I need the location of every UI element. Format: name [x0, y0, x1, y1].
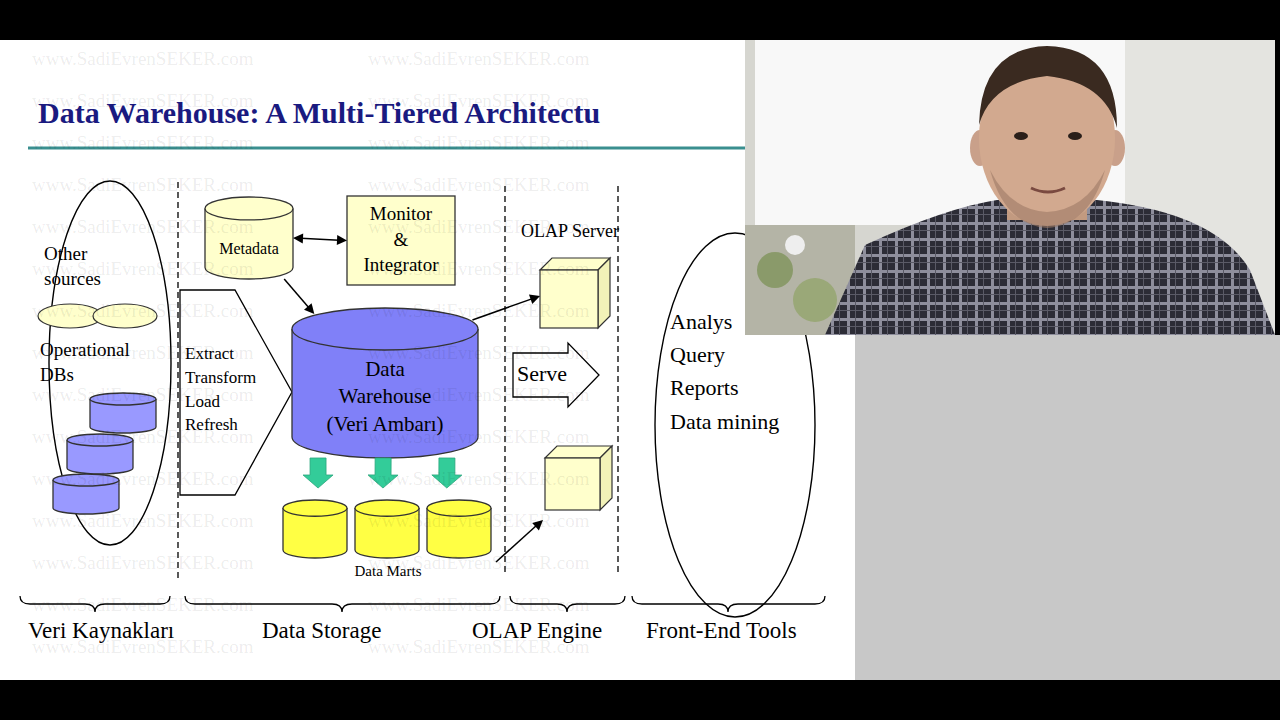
box-outline	[347, 196, 455, 285]
node-label: OLAP Server	[500, 220, 640, 243]
cylinder-shape	[355, 500, 419, 558]
block-arrow-connector	[303, 458, 333, 488]
source-disc	[93, 304, 157, 328]
node-label: Operational DBs	[40, 338, 152, 387]
cylinder-top	[67, 434, 133, 446]
title-rule	[28, 147, 745, 150]
cylinder-top	[205, 197, 293, 220]
node-label: Data Marts	[283, 562, 493, 582]
brace	[632, 596, 825, 612]
brace	[510, 596, 625, 612]
eye	[1068, 132, 1082, 140]
cube-face	[598, 258, 610, 328]
tier-braces	[20, 596, 825, 612]
tier-label: Front-End Tools	[646, 618, 797, 644]
eye	[1014, 132, 1028, 140]
cylinder-shape	[205, 197, 293, 279]
webcam-wall	[745, 40, 1275, 335]
process-box: Monitor & Integrator	[347, 196, 455, 285]
cube-face	[600, 446, 612, 510]
warehouse-cylinder: Data Warehouse (Veri Ambarı)	[292, 308, 478, 458]
cube-face	[540, 270, 598, 328]
hair	[979, 46, 1117, 128]
slide-area	[0, 40, 855, 680]
metadata-cylinder: Metadata	[205, 197, 293, 279]
node-label: Reports	[670, 374, 810, 403]
node-label: Data Warehouse (Veri Ambarı)	[320, 356, 450, 438]
brace	[185, 596, 500, 612]
tier-divider	[504, 186, 505, 572]
whiteboard	[755, 40, 1125, 225]
olap-cube	[545, 446, 612, 510]
node-label: Monitor & Integrator	[362, 201, 440, 278]
block-arrow	[513, 343, 599, 407]
arrow-line	[496, 525, 537, 562]
node-label: Serve	[517, 360, 587, 389]
tier-label: Veri Kaynakları	[28, 618, 174, 644]
tier-label: Data Storage	[262, 618, 381, 644]
arrow-head	[529, 295, 540, 304]
arrow-head	[304, 303, 314, 314]
webcam-overlay	[745, 40, 1275, 335]
source-ellipse: Other sourcesOperational DBs	[48, 180, 172, 546]
cube-shape	[540, 258, 610, 328]
arrow-line	[301, 238, 339, 240]
node-label: Metadata	[205, 239, 293, 260]
cylinder-top	[292, 308, 478, 350]
cylinder-shape	[53, 474, 119, 514]
node-label: Extract Transform Load Refresh	[185, 342, 271, 437]
cylinder-shape	[67, 434, 133, 474]
slide-title: Data Warehouse: A Multi-Tiered Architect…	[38, 96, 600, 130]
block-arrow	[180, 290, 292, 495]
serve-arrow: Serve	[513, 343, 599, 407]
group-ellipse	[49, 181, 171, 545]
block-arrow-connector	[432, 458, 462, 488]
node-label: Data mining	[670, 408, 810, 437]
node-label: Query	[670, 341, 810, 370]
etl-arrow: Extract Transform Load Refresh	[180, 290, 292, 495]
arrow-head	[337, 235, 347, 245]
arrow-line	[472, 299, 532, 320]
block-arrow-shape	[368, 458, 398, 488]
arrow-head	[532, 520, 543, 530]
data-mart-group: Data Marts	[283, 488, 493, 588]
metadata-cylinder-outline	[205, 197, 293, 279]
cylinder-top	[283, 500, 347, 516]
cylinder-shape	[292, 308, 478, 458]
arrow-connector	[284, 279, 314, 314]
arrow-line	[284, 279, 309, 308]
cylinder-shape	[427, 500, 491, 558]
cylinder-top	[53, 474, 119, 486]
mart-to-cube-arrow	[496, 520, 543, 562]
tier-divider	[177, 182, 178, 578]
tier-dividers	[178, 182, 618, 578]
arrow-connector	[293, 233, 347, 245]
cylinder-top	[427, 500, 491, 516]
mouth	[1031, 188, 1065, 192]
cylinder-top	[90, 393, 156, 405]
grey-area	[855, 335, 1280, 680]
node-label: Other sources	[44, 242, 124, 291]
plant	[793, 278, 837, 322]
cylinder-shape	[283, 500, 347, 558]
beard	[990, 170, 1105, 228]
cylinder-shape	[90, 393, 156, 433]
tier-divider	[617, 186, 618, 572]
group-ellipse	[655, 233, 815, 617]
brace	[20, 596, 170, 612]
cylinder-top	[355, 500, 419, 516]
tier-label: OLAP Engine	[472, 618, 602, 644]
olap-server-cube: OLAP Server	[500, 220, 640, 330]
plant	[757, 252, 793, 288]
block-arrow-shape	[432, 458, 462, 488]
source-ellipse-outline	[48, 180, 172, 546]
block-arrow-connector	[368, 458, 398, 488]
arrow-connector	[472, 295, 540, 320]
block-arrow-shape	[303, 458, 333, 488]
cube-face	[545, 458, 600, 510]
arrow-head	[293, 233, 303, 243]
plant	[785, 235, 805, 255]
